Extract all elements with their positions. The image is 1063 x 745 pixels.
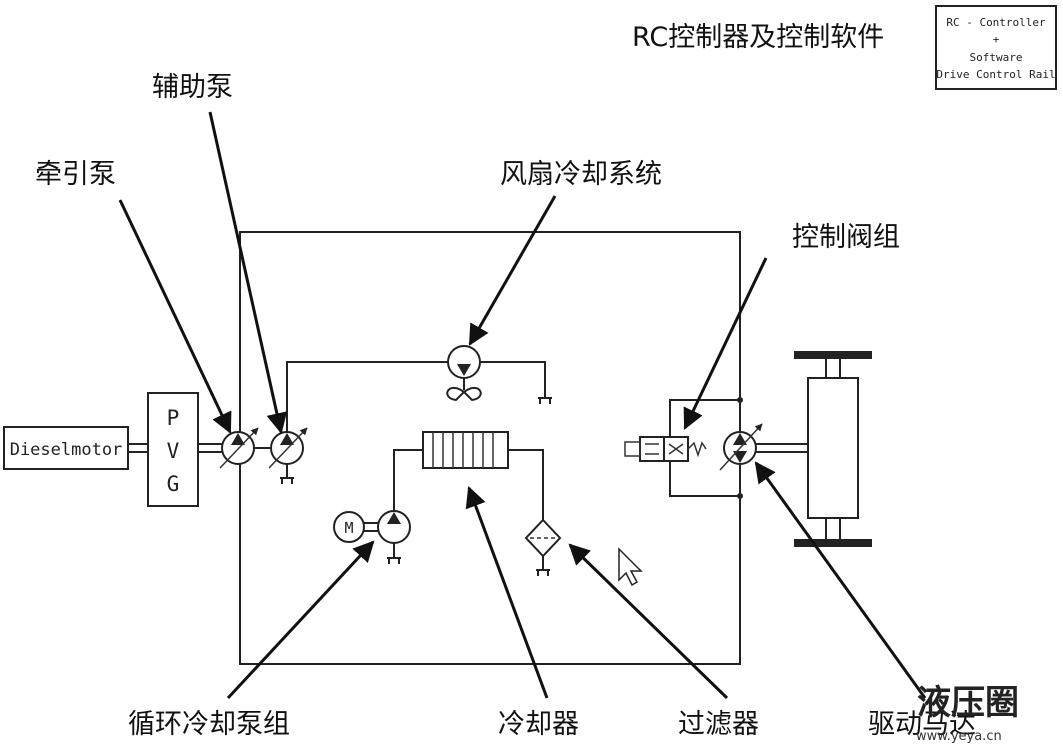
- drive-motor-symbol: [719, 423, 763, 471]
- cooler-inlet-line: [393, 449, 423, 512]
- traction-pump-symbol: [219, 427, 259, 469]
- aux-pump-label: 辅助泵: [152, 72, 233, 103]
- valve-line-bottom: [669, 461, 740, 497]
- drive-motor-label: 驱动马达: [868, 709, 976, 740]
- rc-box-line2: +: [993, 33, 1000, 46]
- aux-pump-symbol: [268, 427, 308, 484]
- arrow-fan: [468, 195, 557, 346]
- watermark-url: www.yeya.cn: [916, 729, 1002, 744]
- circ-pump-symbol: M: [333, 510, 411, 564]
- watermark-logo: 液压圈 www.yeya.cn: [916, 683, 1019, 744]
- arrow-cooler: [465, 486, 549, 699]
- arrow-valve: [683, 257, 768, 430]
- traction-pump-label: 牵引泵: [35, 159, 116, 190]
- valve-line-top: [669, 399, 740, 437]
- mouse-cursor-icon: [618, 547, 643, 587]
- watermark-brand: 液压圈: [917, 683, 1019, 723]
- control-valve-label: 控制阀组: [792, 222, 900, 253]
- aux-line: [286, 361, 448, 432]
- arrow-drive: [754, 461, 927, 699]
- rc-box-line3: Software: [970, 51, 1023, 64]
- diesel-motor-label: Dieselmotor: [10, 440, 123, 460]
- pvg-gearbox: P V G: [147, 392, 199, 507]
- fan-return-line: [480, 361, 546, 398]
- pvg-p: P: [167, 406, 180, 430]
- fan-cooling-label: 风扇冷却系统: [500, 159, 662, 190]
- fan-cooling-symbol: [446, 345, 482, 402]
- cooler-symbol: [422, 431, 509, 469]
- filter-symbol: [524, 518, 562, 576]
- pvg-g: G: [167, 472, 180, 496]
- arrow-circ: [226, 540, 375, 700]
- motor-m-label: M: [344, 519, 353, 537]
- rc-controller-box: RC - Controller + Software Drive Control…: [935, 5, 1057, 90]
- control-valve-symbol: [624, 436, 707, 462]
- circ-pump-label: 循环冷却泵组: [128, 709, 290, 740]
- rc-box-line1: RC - Controller: [946, 16, 1046, 29]
- rc-controller-label: RC控制器及控制软件: [632, 22, 884, 53]
- cooler-outlet-line: [508, 449, 544, 520]
- pvg-v: V: [167, 439, 180, 463]
- tank-symbol: [538, 397, 552, 404]
- rc-box-line4: Drive Control Rail: [936, 68, 1055, 81]
- cooler-label: 冷却器: [498, 709, 579, 740]
- arrow-filter: [568, 543, 729, 700]
- arrow-aux: [208, 111, 288, 435]
- arrow-traction: [118, 199, 232, 434]
- diesel-motor: Dieselmotor: [3, 426, 129, 470]
- filter-label: 过滤器: [678, 709, 759, 740]
- wheel-axle: [794, 351, 872, 547]
